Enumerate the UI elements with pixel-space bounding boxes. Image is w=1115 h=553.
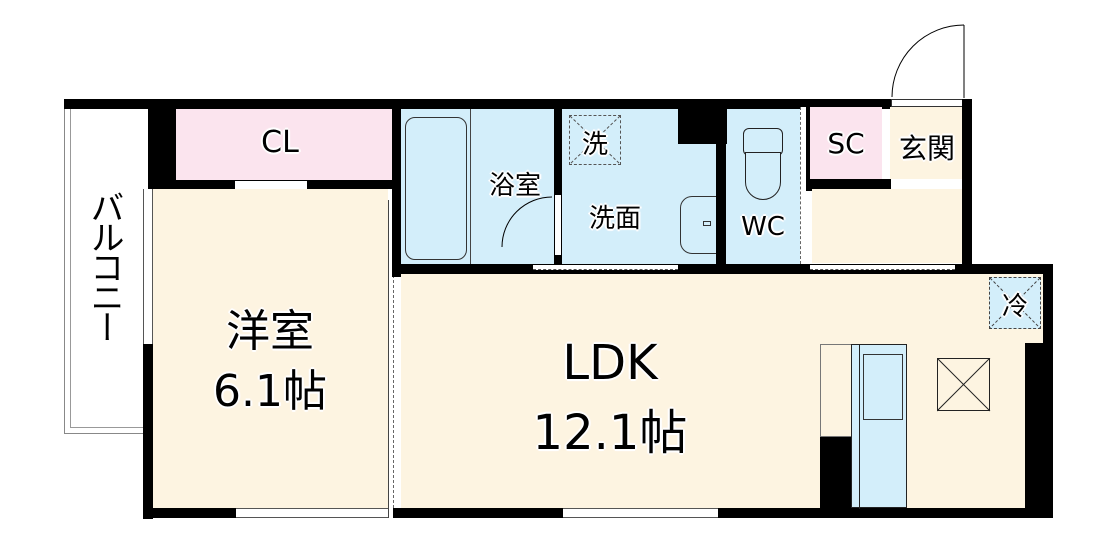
washer-space bbox=[569, 115, 621, 165]
ldk-size: 12.1帖 bbox=[532, 405, 688, 461]
kitchen-sink-counter bbox=[851, 344, 907, 509]
entrance-door-icon[interactable] bbox=[889, 22, 969, 102]
western-room-side-window[interactable] bbox=[143, 189, 153, 344]
toilet-label: WC bbox=[741, 212, 785, 242]
bathroom-label: 浴室 bbox=[488, 171, 541, 201]
hallway bbox=[812, 189, 962, 263]
western-room-window[interactable] bbox=[236, 508, 390, 518]
closet-door[interactable] bbox=[235, 181, 307, 189]
balcony-label: バルコニー bbox=[84, 190, 124, 340]
western-room-size: 6.1帖 bbox=[213, 366, 327, 417]
western-room-label: 洋室 bbox=[226, 306, 314, 357]
ldk bbox=[401, 274, 1044, 508]
entrance bbox=[890, 107, 963, 179]
balcony bbox=[64, 104, 150, 434]
western-room bbox=[152, 189, 388, 509]
bathroom bbox=[401, 109, 554, 264]
closet bbox=[148, 109, 393, 189]
bathtub bbox=[401, 109, 471, 264]
fridge-label: 冷 bbox=[1001, 292, 1028, 322]
fridge-space bbox=[989, 277, 1041, 329]
kitchen-counter bbox=[820, 344, 852, 437]
shoe-closet bbox=[810, 107, 882, 179]
sink bbox=[680, 196, 718, 254]
ventilation-icon bbox=[937, 358, 991, 412]
ldk-label: LDK bbox=[562, 335, 658, 391]
closet-label: CL bbox=[261, 125, 299, 160]
washer-label: 洗 bbox=[581, 130, 608, 160]
ldk-window[interactable] bbox=[563, 508, 718, 518]
top-wall bbox=[64, 99, 969, 109]
bath-door-icon bbox=[501, 196, 553, 248]
washroom-label: 洗面 bbox=[588, 204, 641, 234]
entrance-label: 玄関 bbox=[898, 132, 955, 165]
shoe-closet-label: SC bbox=[827, 127, 865, 160]
toilet-icon bbox=[743, 128, 783, 200]
